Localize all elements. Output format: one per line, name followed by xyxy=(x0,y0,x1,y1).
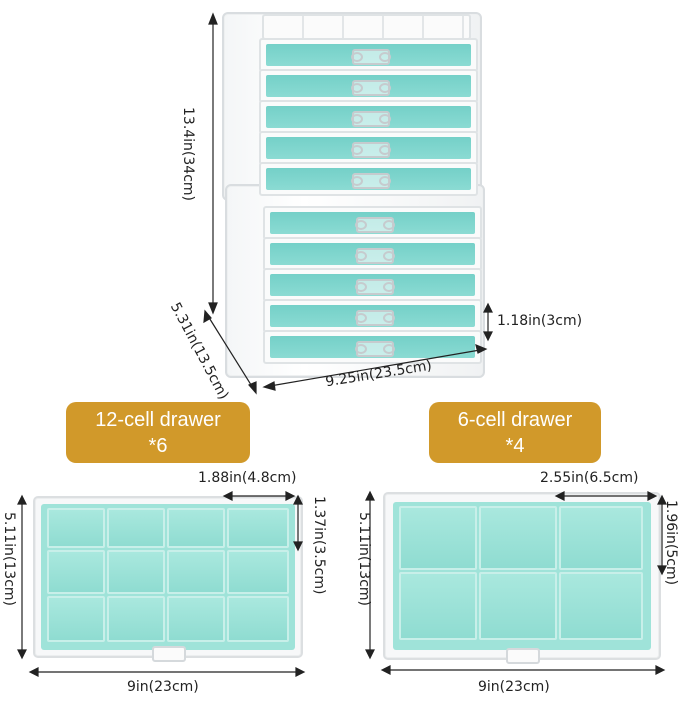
drawer[interactable] xyxy=(259,38,478,72)
drawer[interactable] xyxy=(263,299,482,333)
cell xyxy=(479,506,557,570)
drawer-handle[interactable] xyxy=(354,310,395,326)
drawer[interactable] xyxy=(263,268,482,302)
cell xyxy=(167,596,225,642)
tray-12-height-label: 5.11in(13cm) xyxy=(1,512,17,607)
drawer-height-label: 1.18in(3cm) xyxy=(497,313,583,329)
drawer-handle[interactable] xyxy=(354,248,395,264)
cell xyxy=(227,596,289,642)
cell xyxy=(399,506,477,570)
cell xyxy=(559,572,643,640)
drawer[interactable] xyxy=(263,206,482,240)
tray-6-cell-width-label: 2.55in(6.5cm) xyxy=(540,470,639,486)
drawer-handle[interactable] xyxy=(354,217,395,233)
cell xyxy=(399,572,477,640)
drawer-handle[interactable] xyxy=(350,173,391,189)
cell xyxy=(479,572,557,640)
cell xyxy=(47,596,105,642)
drawer[interactable] xyxy=(259,162,478,196)
badge-6-cell-title: 6-cell drawer xyxy=(457,409,573,431)
tray-6-cell xyxy=(383,492,661,664)
cell xyxy=(227,550,289,594)
badge-6-cell: 6-cell drawer *4 xyxy=(429,402,601,463)
tray-12-width-label: 9in(23cm) xyxy=(127,679,199,695)
drawer-handle[interactable] xyxy=(354,341,395,357)
cell xyxy=(47,508,105,548)
cell xyxy=(107,508,165,548)
cell xyxy=(227,508,289,548)
cell xyxy=(107,596,165,642)
badge-12-cell: 12-cell drawer *6 xyxy=(66,402,250,463)
cell xyxy=(559,506,643,570)
tray-12-dimension-lines xyxy=(17,491,306,677)
drawer-handle[interactable] xyxy=(354,279,395,295)
badge-6-cell-count: *4 xyxy=(505,435,525,457)
drawer[interactable] xyxy=(259,69,478,103)
tray-12-cell xyxy=(33,496,303,662)
tower-height-label: 13.4in(34cm) xyxy=(180,107,196,202)
tray-6-width-label: 9in(23cm) xyxy=(478,679,550,695)
cell xyxy=(167,550,225,594)
cell xyxy=(107,550,165,594)
badge-12-cell-title: 12-cell drawer xyxy=(95,409,221,431)
top-lid-grid xyxy=(262,14,471,40)
cell xyxy=(167,508,225,548)
tray-pull-tab[interactable] xyxy=(152,646,186,662)
tray-6-height-label: 5.11in(13cm) xyxy=(356,512,372,607)
cell xyxy=(47,550,105,594)
tray-12-cell-width-label: 1.88in(4.8cm) xyxy=(198,470,297,486)
tray-pull-tab[interactable] xyxy=(506,648,540,664)
drawer[interactable] xyxy=(259,100,478,134)
drawer[interactable] xyxy=(263,330,482,364)
organizer-tower xyxy=(222,12,485,378)
tray-6-cell-height-label: 1.96in(5cm) xyxy=(663,500,679,586)
drawer-handle[interactable] xyxy=(350,49,391,65)
drawer[interactable] xyxy=(263,237,482,271)
drawer[interactable] xyxy=(259,131,478,165)
tray-12-cell-height-label: 1.37in(3.5cm) xyxy=(311,496,327,595)
tower-dimension-lines xyxy=(203,12,493,395)
drawer-handle[interactable] xyxy=(350,111,391,127)
badge-12-cell-count: *6 xyxy=(148,435,168,457)
tray-6-dimension-lines xyxy=(365,490,667,675)
drawer-handle[interactable] xyxy=(350,80,391,96)
drawer-handle[interactable] xyxy=(350,142,391,158)
